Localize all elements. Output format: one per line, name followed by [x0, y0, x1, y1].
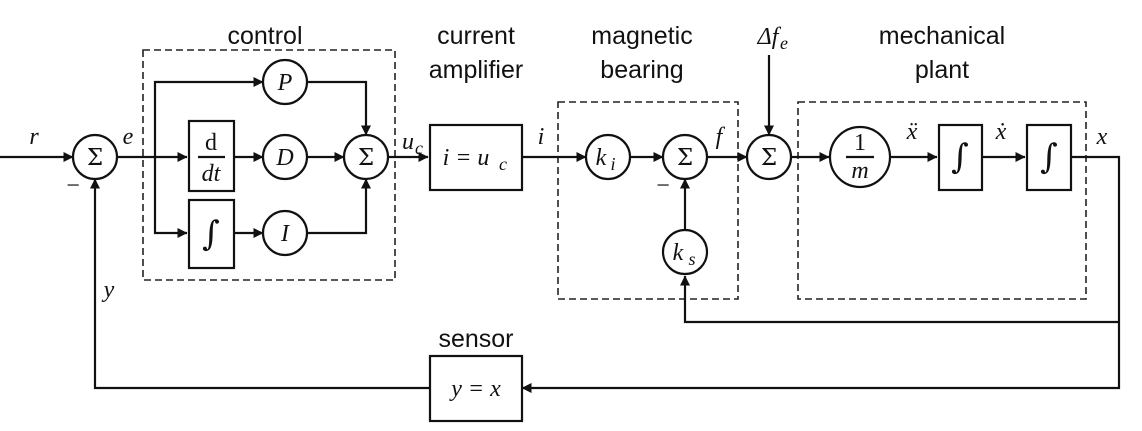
sensor-equation: y = x: [449, 376, 501, 402]
d-gain-label: D: [275, 145, 293, 171]
pid-sum-junction: [342, 133, 390, 181]
mechanical-plant-group-frame: [797, 101, 1087, 300]
control-integral-symbol: ∫: [202, 214, 220, 254]
wire-x-to-ks: [680, 275, 1119, 324]
inverse-mass-denominator: m: [851, 158, 868, 184]
bearing-header: bearing: [600, 56, 683, 84]
derivative-denominator: dt: [202, 161, 222, 187]
wire-i-to-sum: [307, 178, 371, 235]
d-gain-node: [261, 133, 309, 181]
first-integrator-block: [937, 123, 984, 192]
wire-y-feedback: [90, 178, 430, 390]
i-gain-node: [261, 209, 309, 257]
ki-gain-label: k: [596, 145, 607, 171]
signal-xddot-label: ẍ: [906, 119, 918, 145]
current-amplifier-equation: i = u: [443, 145, 490, 171]
current-amplifier-subscript: c: [499, 154, 507, 174]
ks-gain-label: k: [673, 240, 684, 266]
p-gain-node: [261, 58, 309, 106]
bearing-sum-symbol: Σ: [677, 145, 693, 171]
amplifier-header: amplifier: [429, 56, 523, 84]
wire-e-to-p: [153, 77, 264, 157]
signal-y-label: y: [102, 277, 115, 303]
disturbance-subscript: e: [780, 33, 788, 53]
disturbance-label: Δf: [757, 24, 782, 50]
magnetic-header: magnetic: [591, 22, 692, 50]
second-integrator-block: [1025, 123, 1073, 192]
i-gain-label: I: [280, 221, 290, 247]
signal-x-label: x: [1096, 124, 1108, 150]
sensor-block: [428, 354, 524, 423]
control-integrator-block: [187, 198, 236, 270]
wire-p-to-sum: [307, 80, 371, 136]
plant-header: plant: [915, 56, 969, 84]
pid-sum-symbol: Σ: [358, 145, 374, 171]
ki-gain-node: [584, 133, 632, 181]
derivative-numerator: d: [205, 130, 217, 156]
signal-u-label: u: [402, 129, 414, 155]
control-header: control: [227, 22, 302, 50]
current-amplifier-block: [428, 123, 524, 192]
wire-x-to-sensor: [521, 155, 1121, 393]
signal-f-label: f: [716, 124, 726, 150]
force-sum-junction: [745, 133, 793, 181]
second-integral-symbol: ∫: [1040, 137, 1058, 177]
signal-r-label: r: [29, 124, 39, 150]
signal-i-label: i: [538, 124, 545, 150]
mechanical-header: mechanical: [879, 22, 1005, 50]
bearing-sum-junction: [661, 133, 709, 181]
bearing-sum-minus-sign: −: [656, 173, 670, 199]
ks-gain-subscript: s: [688, 249, 695, 269]
magnetic-bearing-group-frame: [557, 101, 739, 300]
signal-u-subscript: c: [415, 138, 423, 158]
wire-e-to-integral: [153, 157, 188, 238]
error-sum-minus-sign: −: [66, 173, 80, 199]
error-sum-junction: [71, 133, 119, 181]
p-gain-label: P: [277, 70, 293, 96]
inverse-mass-numerator: 1: [854, 130, 866, 156]
control-group-frame: [142, 49, 396, 281]
error-sum-symbol: Σ: [87, 145, 103, 171]
force-sum-symbol: Σ: [761, 145, 777, 171]
signal-e-label: e: [123, 124, 134, 150]
signal-xdot-label: ẋ: [995, 119, 1007, 145]
current-header: current: [437, 22, 515, 50]
ki-gain-subscript: i: [610, 154, 615, 174]
ks-gain-node: [661, 228, 709, 276]
first-integral-symbol: ∫: [951, 137, 969, 177]
sensor-header: sensor: [438, 325, 513, 353]
